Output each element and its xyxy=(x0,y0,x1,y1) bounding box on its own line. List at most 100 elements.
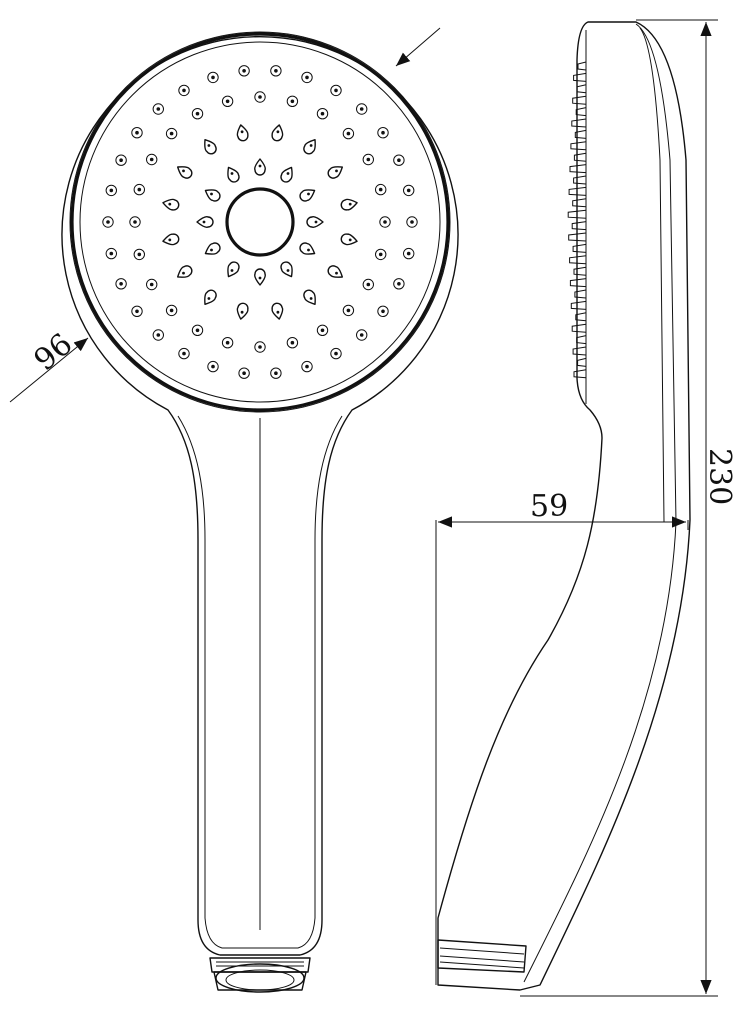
rim-ring-outer xyxy=(69,31,451,413)
nozzle-drop xyxy=(254,158,266,176)
nozzle-dot xyxy=(346,131,351,136)
nozzle-dot xyxy=(366,282,371,287)
nozzle-dot xyxy=(366,157,371,162)
nozzle-drop-dot xyxy=(258,164,262,168)
side-inner-contour xyxy=(523,23,677,983)
nozzle-ring xyxy=(165,127,178,140)
nozzle-ring xyxy=(191,324,204,336)
nozzle-ring xyxy=(105,184,118,197)
nozzle-ring xyxy=(342,304,355,317)
nozzle-drop xyxy=(303,289,316,306)
nozzle-drop-dot xyxy=(307,248,310,252)
nozzle-drop xyxy=(271,124,284,142)
nozzle-dot xyxy=(397,158,401,162)
nozzle-ring xyxy=(301,360,313,373)
nozzle-dot xyxy=(149,282,154,287)
nozzle-ring xyxy=(152,103,165,115)
side-inner-contour-2 xyxy=(639,27,665,523)
nozzle-drop xyxy=(280,166,293,183)
nozzle-ring xyxy=(330,347,342,360)
nozzle-drop-dot xyxy=(168,238,172,242)
nozzle-drop xyxy=(196,216,214,228)
side-nozzle xyxy=(568,186,587,196)
nozzle-ring xyxy=(238,65,250,77)
nozzle-dot xyxy=(406,188,411,193)
nozzle-drop-dot xyxy=(276,130,280,134)
side-nozzle xyxy=(569,255,587,265)
nozzle-drop xyxy=(280,261,293,278)
nozzle-ring xyxy=(221,95,234,108)
nozzle-array xyxy=(102,65,418,379)
nozzle-drop xyxy=(227,261,240,278)
side-nozzle xyxy=(571,323,587,333)
nozzle-dot xyxy=(305,364,309,369)
nozzle-ring xyxy=(356,103,368,115)
nozzle-dot xyxy=(156,333,161,337)
nozzle-dot xyxy=(334,351,338,356)
nozzle-dot xyxy=(320,111,325,116)
nozzle-ring xyxy=(131,127,143,139)
nozzle-dot xyxy=(242,69,246,73)
nozzle-drop xyxy=(227,166,240,183)
nozzle-drop-dot xyxy=(207,297,211,300)
nozzle-ring xyxy=(131,305,143,317)
front-threaded-connector xyxy=(209,957,311,993)
nozzle-ring xyxy=(342,127,355,140)
nozzle-dot xyxy=(334,88,338,93)
side-nozzle xyxy=(567,209,587,219)
nozzle-dot xyxy=(135,309,139,314)
nozzle-drop xyxy=(327,166,344,179)
side-outline xyxy=(437,21,691,991)
nozzle-dot xyxy=(169,131,174,136)
side-nozzle-array xyxy=(567,61,587,379)
nozzle-dot xyxy=(182,351,186,356)
nozzle-drop-dot xyxy=(207,144,211,147)
nozzle-ring xyxy=(393,154,405,166)
side-nozzle xyxy=(569,278,587,288)
nozzle-drop xyxy=(271,302,284,320)
side-nozzle xyxy=(576,84,587,94)
nozzle-ring xyxy=(403,247,415,260)
side-nozzle xyxy=(574,129,587,139)
front-outline xyxy=(61,35,459,956)
nozzle-ring xyxy=(375,183,387,196)
nozzle-ring xyxy=(238,367,250,379)
nozzle-dot xyxy=(119,158,123,162)
diameter-arrow-bottom xyxy=(9,337,89,403)
nozzle-dot xyxy=(195,111,200,116)
nozzle-dot xyxy=(290,340,295,345)
side-nozzle xyxy=(572,346,587,356)
diameter-dimension-label: 96 xyxy=(28,327,80,378)
nozzle-drop-dot xyxy=(307,192,310,196)
nozzle-ring xyxy=(286,95,299,108)
nozzle-drop-dot xyxy=(240,130,244,134)
nozzle-ring xyxy=(115,154,127,166)
nozzle-dot xyxy=(378,187,383,192)
nozzle-dot xyxy=(406,251,411,256)
side-nozzle xyxy=(572,198,587,208)
nozzle-ring xyxy=(362,153,374,166)
side-nozzle xyxy=(577,61,587,71)
nozzle-ring xyxy=(301,71,313,84)
nozzle-dot xyxy=(109,188,114,193)
nozzle-dot xyxy=(381,130,385,135)
side-nozzle xyxy=(570,141,587,151)
nozzle-drop xyxy=(340,233,358,246)
nozzle-dot xyxy=(320,328,325,333)
side-nozzle xyxy=(573,369,587,379)
nozzle-dot xyxy=(169,308,174,313)
nozzle-ring xyxy=(375,248,387,261)
nozzle-drop-dot xyxy=(335,271,338,275)
face-plate-inner xyxy=(79,41,441,403)
nozzle-ring xyxy=(393,278,405,290)
side-nozzle xyxy=(571,118,587,128)
nozzle-ring xyxy=(286,337,299,349)
nozzle-ring xyxy=(330,84,342,97)
nozzle-drop-dot xyxy=(230,172,234,175)
nozzle-drop xyxy=(204,189,221,202)
nozzle-dot xyxy=(109,251,114,256)
nozzle-drop xyxy=(236,302,249,320)
nozzle-drop-dot xyxy=(335,169,338,173)
side-nozzle xyxy=(569,164,587,174)
nozzle-dot xyxy=(211,364,215,369)
